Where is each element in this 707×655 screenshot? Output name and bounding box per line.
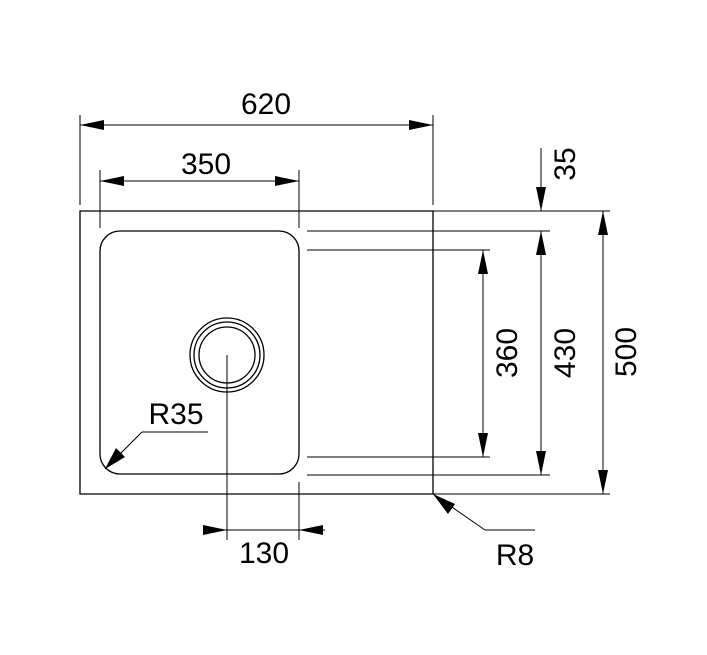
sink-outline (79, 210, 610, 495)
dimension-bowl-width: 350 (100, 148, 299, 186)
drain-waste (189, 317, 265, 540)
dimension-label-rim-offset: 35 (549, 147, 582, 180)
extension-lines (79, 115, 434, 540)
dimension-rim-offset: 35 (536, 147, 582, 255)
dimension-label-overall-width: 620 (241, 88, 291, 121)
dimension-label-drainer-depth: 430 (549, 328, 582, 378)
dimension-bowl-depth: 360 (478, 250, 524, 457)
dimension-label-overall-depth: 500 (610, 327, 643, 377)
dimension-label-drain-offset: 130 (239, 537, 289, 570)
dimension-label-bowl-width: 350 (181, 148, 231, 181)
radius-leader-corner: R8 (432, 493, 535, 572)
radius-label-bowl: R35 (148, 398, 203, 431)
dimension-drainer-depth: 430 (536, 231, 582, 475)
radius-leader-bowl: R35 (104, 398, 208, 470)
sink-bowl (99, 230, 300, 475)
dimension-label-bowl-depth: 360 (491, 328, 524, 378)
radius-label-corner: R8 (496, 539, 534, 572)
dimension-overall-depth: 500 (598, 211, 643, 494)
drainer-area (307, 230, 550, 476)
dimension-drain-offset: 130 (203, 525, 325, 570)
dimension-overall-width: 620 (80, 88, 433, 130)
